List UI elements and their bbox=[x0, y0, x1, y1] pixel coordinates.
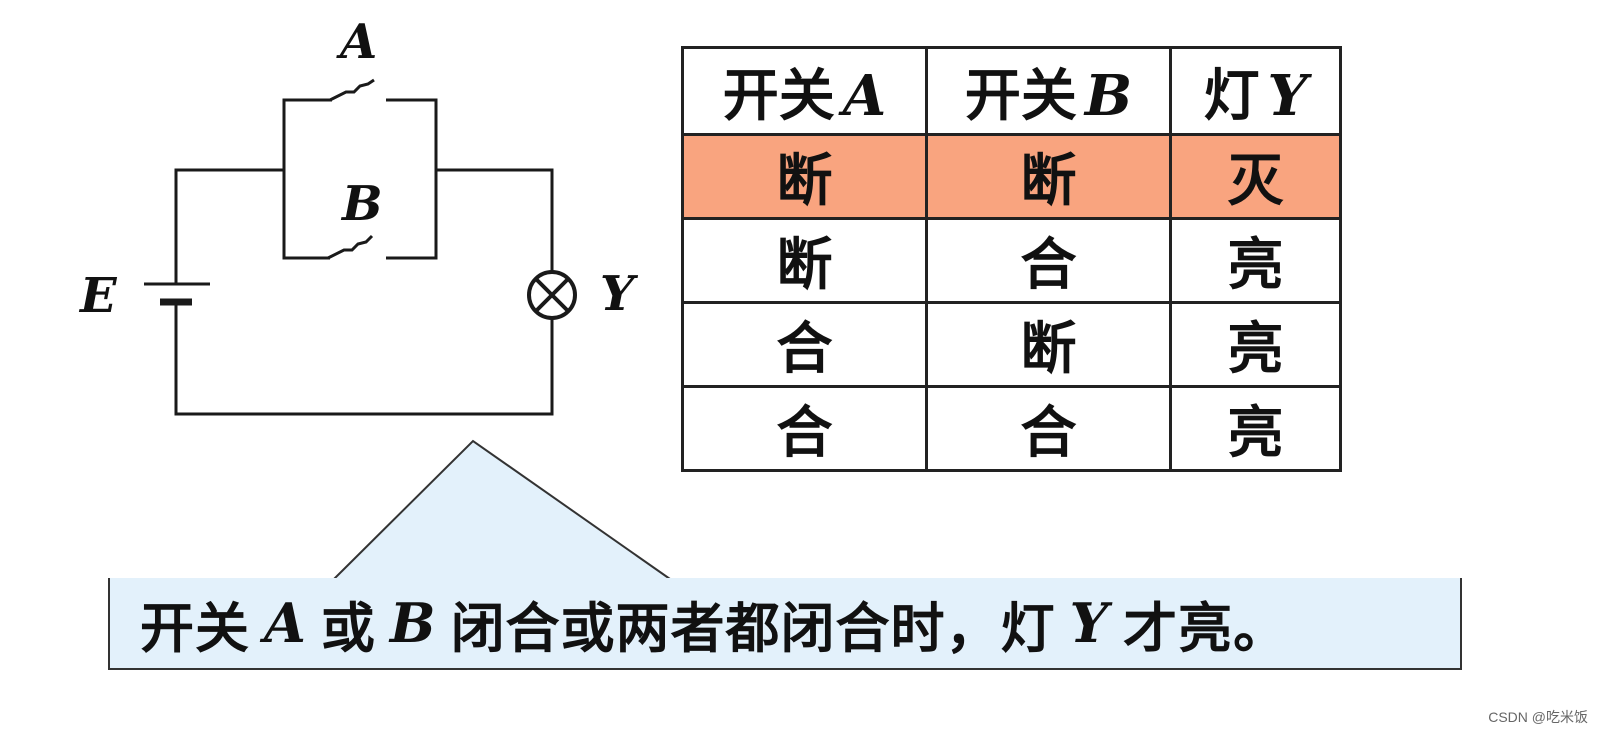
cell-switch-b: 合 bbox=[925, 385, 1172, 472]
cell-lamp-y: 亮 bbox=[1169, 217, 1342, 304]
table-row: 合 断 亮 bbox=[681, 301, 1342, 388]
callout-var-a: A bbox=[264, 591, 307, 655]
table-row: 断 断 灭 bbox=[681, 133, 1342, 220]
table-row: 合 合 亮 bbox=[681, 385, 1342, 472]
cell-switch-a: 合 bbox=[681, 385, 928, 472]
table-row: 断 合 亮 bbox=[681, 217, 1342, 304]
switch-a-label: A bbox=[336, 14, 377, 70]
cell-lamp-y: 亮 bbox=[1169, 301, 1342, 388]
cell-switch-a: 合 bbox=[681, 301, 928, 388]
callout-text: 开关 bbox=[140, 596, 250, 660]
wire-right-upper bbox=[436, 168, 554, 272]
callout-text: 或 bbox=[320, 596, 376, 660]
branch-b-right bbox=[386, 170, 438, 260]
switch-icon bbox=[327, 234, 374, 260]
branch-b-left bbox=[282, 170, 330, 260]
branch-a-right bbox=[386, 98, 438, 170]
cell-switch-b: 断 bbox=[925, 133, 1172, 220]
callout-box: 开关 A 或 B 闭合或两者都闭合时，灯 Y 才亮。 bbox=[108, 578, 1462, 670]
branch-a-left bbox=[282, 98, 332, 170]
parallel-switch-circuit: A B E Y bbox=[78, 14, 639, 416]
cell-switch-b: 断 bbox=[925, 301, 1172, 388]
callout-var-y: Y bbox=[1069, 591, 1110, 655]
cell-lamp-y: 亮 bbox=[1169, 385, 1342, 472]
lamp-icon bbox=[527, 270, 577, 320]
cell-switch-b: 合 bbox=[925, 217, 1172, 304]
callout-text: 才亮。 bbox=[1123, 596, 1289, 660]
callout-text: 闭合或两者都闭合时，灯 bbox=[450, 596, 1056, 660]
battery-icon bbox=[144, 282, 210, 306]
wire-bottom-loop bbox=[174, 302, 554, 416]
cell-switch-a: 断 bbox=[681, 133, 928, 220]
callout-var-b: B bbox=[389, 591, 437, 655]
cell-lamp-y: 灭 bbox=[1169, 133, 1342, 220]
switch-icon bbox=[329, 78, 375, 102]
battery-label: E bbox=[78, 268, 118, 324]
cell-switch-a: 断 bbox=[681, 217, 928, 304]
wire-left-upper bbox=[174, 168, 284, 284]
lamp-label: Y bbox=[600, 266, 639, 322]
watermark: CSDN @吃米饭 bbox=[1488, 709, 1588, 725]
switch-b-label: B bbox=[340, 176, 383, 232]
